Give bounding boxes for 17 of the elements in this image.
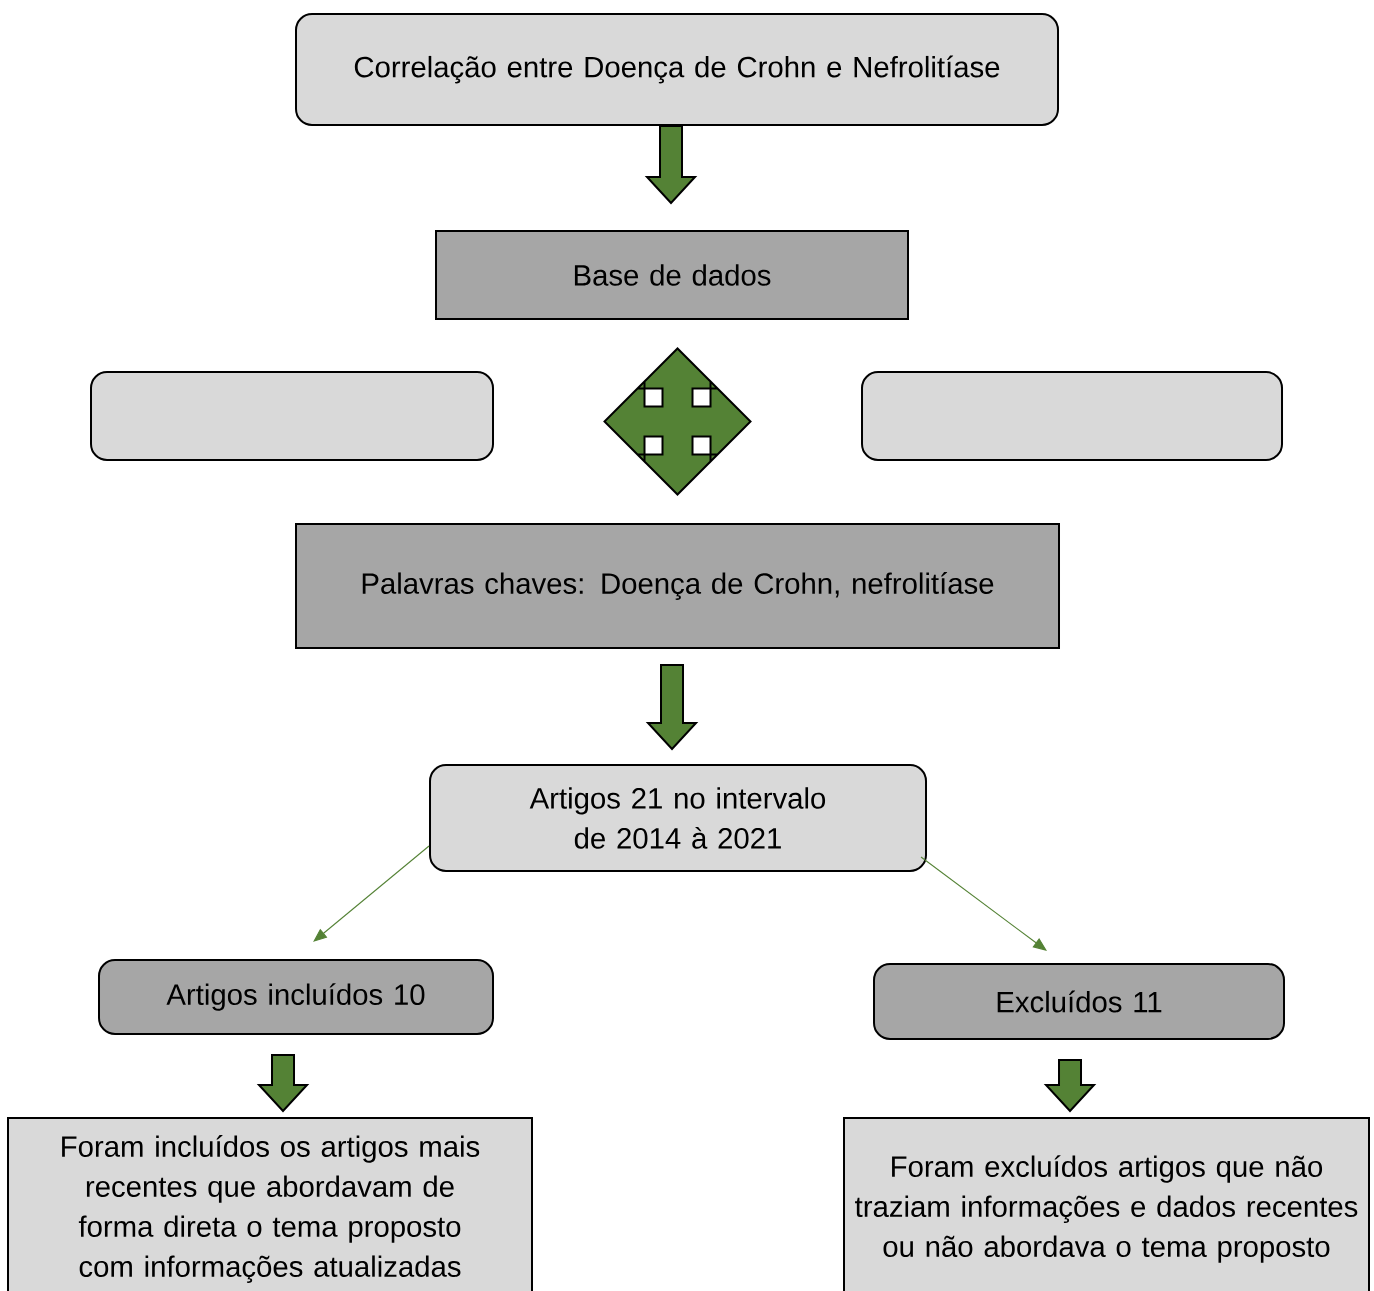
process-box: Artigos incluídos 10 [98, 959, 494, 1035]
block-arrow [644, 125, 698, 205]
process-box: Correlação entre Doença de Crohn e Nefrolitíase [295, 13, 1059, 126]
process-box: Foram excluídos artigos que não traziam informações e dados recentes ou não abordava o tema proposto [843, 1117, 1370, 1291]
arrow [920, 856, 1047, 951]
block-arrow [645, 664, 699, 751]
process-box: Foram incluídos os artigos mais recentes que abordavam de forma direta o tema proposto com informações atualizadas [7, 1117, 533, 1291]
process-box: Excluídos 11 [873, 963, 1285, 1040]
empty-box [90, 371, 494, 461]
block-arrow [256, 1054, 310, 1113]
process-box: Palavras chaves: Doença de Crohn, nefrolitíase [295, 523, 1060, 649]
block-arrow [1043, 1059, 1097, 1113]
four-way-arrow [603, 347, 752, 496]
empty-box [861, 371, 1283, 461]
process-box: Base de dados [435, 230, 909, 320]
process-box: Artigos 21 no intervalo de 2014 à 2021 [429, 764, 927, 872]
arrow [313, 845, 430, 942]
